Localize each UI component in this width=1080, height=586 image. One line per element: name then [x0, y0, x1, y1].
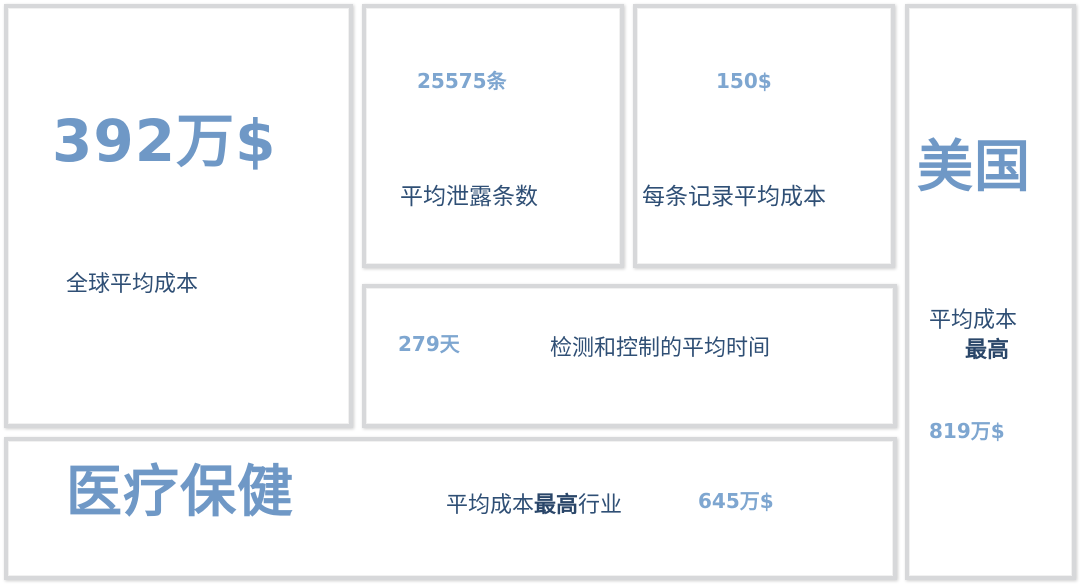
healthcare-card: 医疗保健 平均成本最高行业 645万$ [4, 437, 897, 580]
average-breach-records-label: 平均泄露条数 [400, 184, 538, 210]
usa-value: 819万$ [929, 419, 1005, 443]
cost-per-record-card: 150$ 每条记录平均成本 [633, 4, 895, 268]
global-average-cost-card: 392万$ 全球平均成本 [4, 4, 353, 428]
cost-per-record-label: 每条记录平均成本 [642, 184, 826, 210]
usa-card: 美国 平均成本 最高 819万$ [905, 4, 1076, 580]
detection-control-time-label: 检测和控制的平均时间 [550, 336, 771, 361]
healthcare-label-prefix: 平均成本 [446, 493, 535, 518]
global-average-cost-label: 全球平均成本 [66, 272, 199, 297]
usa-title: 美国 [917, 135, 1031, 200]
detection-control-time-value: 279天 [398, 332, 460, 356]
cost-per-record-value: 150$ [716, 69, 772, 93]
average-breach-records-card: 25575条 平均泄露条数 [362, 4, 624, 268]
healthcare-label-emphasis: 最高 [534, 493, 579, 518]
average-breach-records-value: 25575条 [417, 69, 507, 93]
global-average-cost-value: 392万$ [52, 107, 277, 175]
usa-label-line1: 平均成本 [929, 308, 1018, 333]
detection-control-time-card: 279天 检测和控制的平均时间 [362, 284, 897, 428]
healthcare-title: 医疗保健 [66, 460, 294, 525]
usa-label-line2: 最高 [965, 338, 1010, 363]
healthcare-label: 平均成本最高行业 [446, 495, 622, 517]
healthcare-label-suffix: 行业 [578, 493, 623, 518]
healthcare-value: 645万$ [698, 489, 774, 513]
